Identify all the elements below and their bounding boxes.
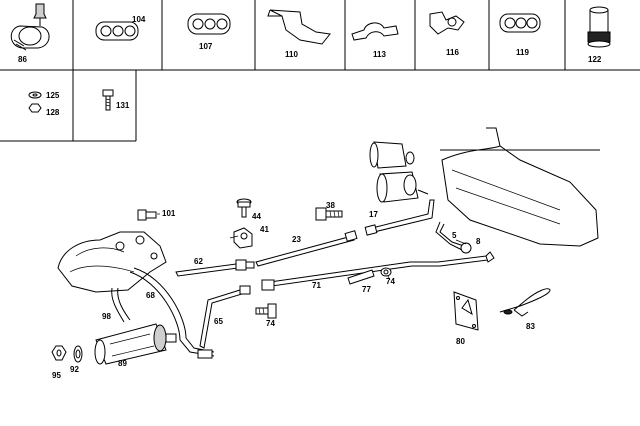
- label-89: 89: [118, 359, 127, 368]
- injection-pump-housing: [57, 231, 167, 293]
- label-101: 101: [162, 209, 176, 218]
- part-41-clamp: [233, 227, 253, 249]
- label-44: 44: [252, 212, 261, 221]
- label-131: 131: [116, 101, 130, 110]
- label-113: 113: [373, 50, 386, 59]
- electric-fuel-pump-89: [94, 323, 177, 365]
- part-104-triple-grommet: [95, 21, 139, 41]
- label-77: 77: [362, 285, 371, 294]
- part-128-nut: [28, 103, 42, 113]
- label-125: 125: [46, 91, 60, 100]
- label-23: 23: [292, 235, 301, 244]
- label-65: 65: [214, 317, 223, 326]
- label-5: 5: [452, 231, 457, 240]
- hose-98: [111, 287, 131, 323]
- part-110-bracket: [267, 9, 331, 45]
- part-86-hose-clip: [10, 3, 50, 51]
- part-38-bolt: [315, 207, 343, 221]
- part-95-nut: [51, 345, 67, 361]
- label-107: 107: [199, 42, 213, 51]
- label-104: 104: [132, 15, 146, 24]
- fuel-line-23: [255, 230, 358, 267]
- fuel-line-17: [364, 199, 435, 236]
- part-116-clip: [429, 11, 465, 35]
- part-92-seal-ring: [73, 345, 83, 363]
- label-74-bolt: 74: [266, 319, 275, 328]
- fuel-line-71: [269, 251, 495, 287]
- part-74-clip-b: [380, 267, 392, 277]
- label-17: 17: [369, 210, 378, 219]
- label-41: 41: [260, 225, 269, 234]
- label-128: 128: [46, 108, 60, 117]
- part-74-bolt-a: [255, 303, 277, 319]
- part-122-rubber-cap: [587, 6, 611, 48]
- part-80-mounting-plate: [453, 291, 479, 331]
- fuel-tank-outline: [440, 127, 600, 247]
- label-80: 80: [456, 337, 465, 346]
- fuel-filter-assembly: [369, 141, 429, 203]
- fuel-line-65: [199, 279, 275, 349]
- part-131-bolt: [102, 89, 114, 111]
- label-119: 119: [516, 48, 529, 57]
- leader-lines: [157, 213, 467, 281]
- fuel-line-62: [175, 259, 255, 277]
- label-62: 62: [194, 257, 203, 266]
- label-74-clip: 74: [386, 277, 395, 286]
- label-83: 83: [526, 322, 535, 331]
- label-38: 38: [326, 201, 335, 210]
- label-116: 116: [446, 48, 459, 57]
- label-68: 68: [146, 291, 155, 300]
- label-8: 8: [476, 237, 481, 246]
- label-98: 98: [102, 312, 111, 321]
- label-86: 86: [18, 55, 27, 64]
- part-107-triple-grommet: [187, 13, 231, 35]
- label-110: 110: [285, 50, 298, 59]
- part-44-bolt: [236, 198, 252, 218]
- part-77-hose-piece: [347, 269, 375, 285]
- label-71: 71: [312, 281, 321, 290]
- part-labels: 86 104 107 110 113 116 119 122 125 128 1…: [18, 15, 602, 380]
- label-92: 92: [70, 365, 79, 374]
- return-line-5: [435, 221, 472, 254]
- part-83-cable-tie: [499, 288, 551, 317]
- hose-68: [129, 267, 215, 359]
- part-101-bolt: [137, 209, 157, 221]
- part-125-washer: [28, 91, 42, 99]
- label-95: 95: [52, 371, 61, 380]
- parts-grid: [0, 0, 640, 142]
- part-119-triple-grommet: [499, 13, 541, 33]
- part-113-saddle-clamp: [351, 22, 399, 41]
- label-122: 122: [588, 55, 602, 64]
